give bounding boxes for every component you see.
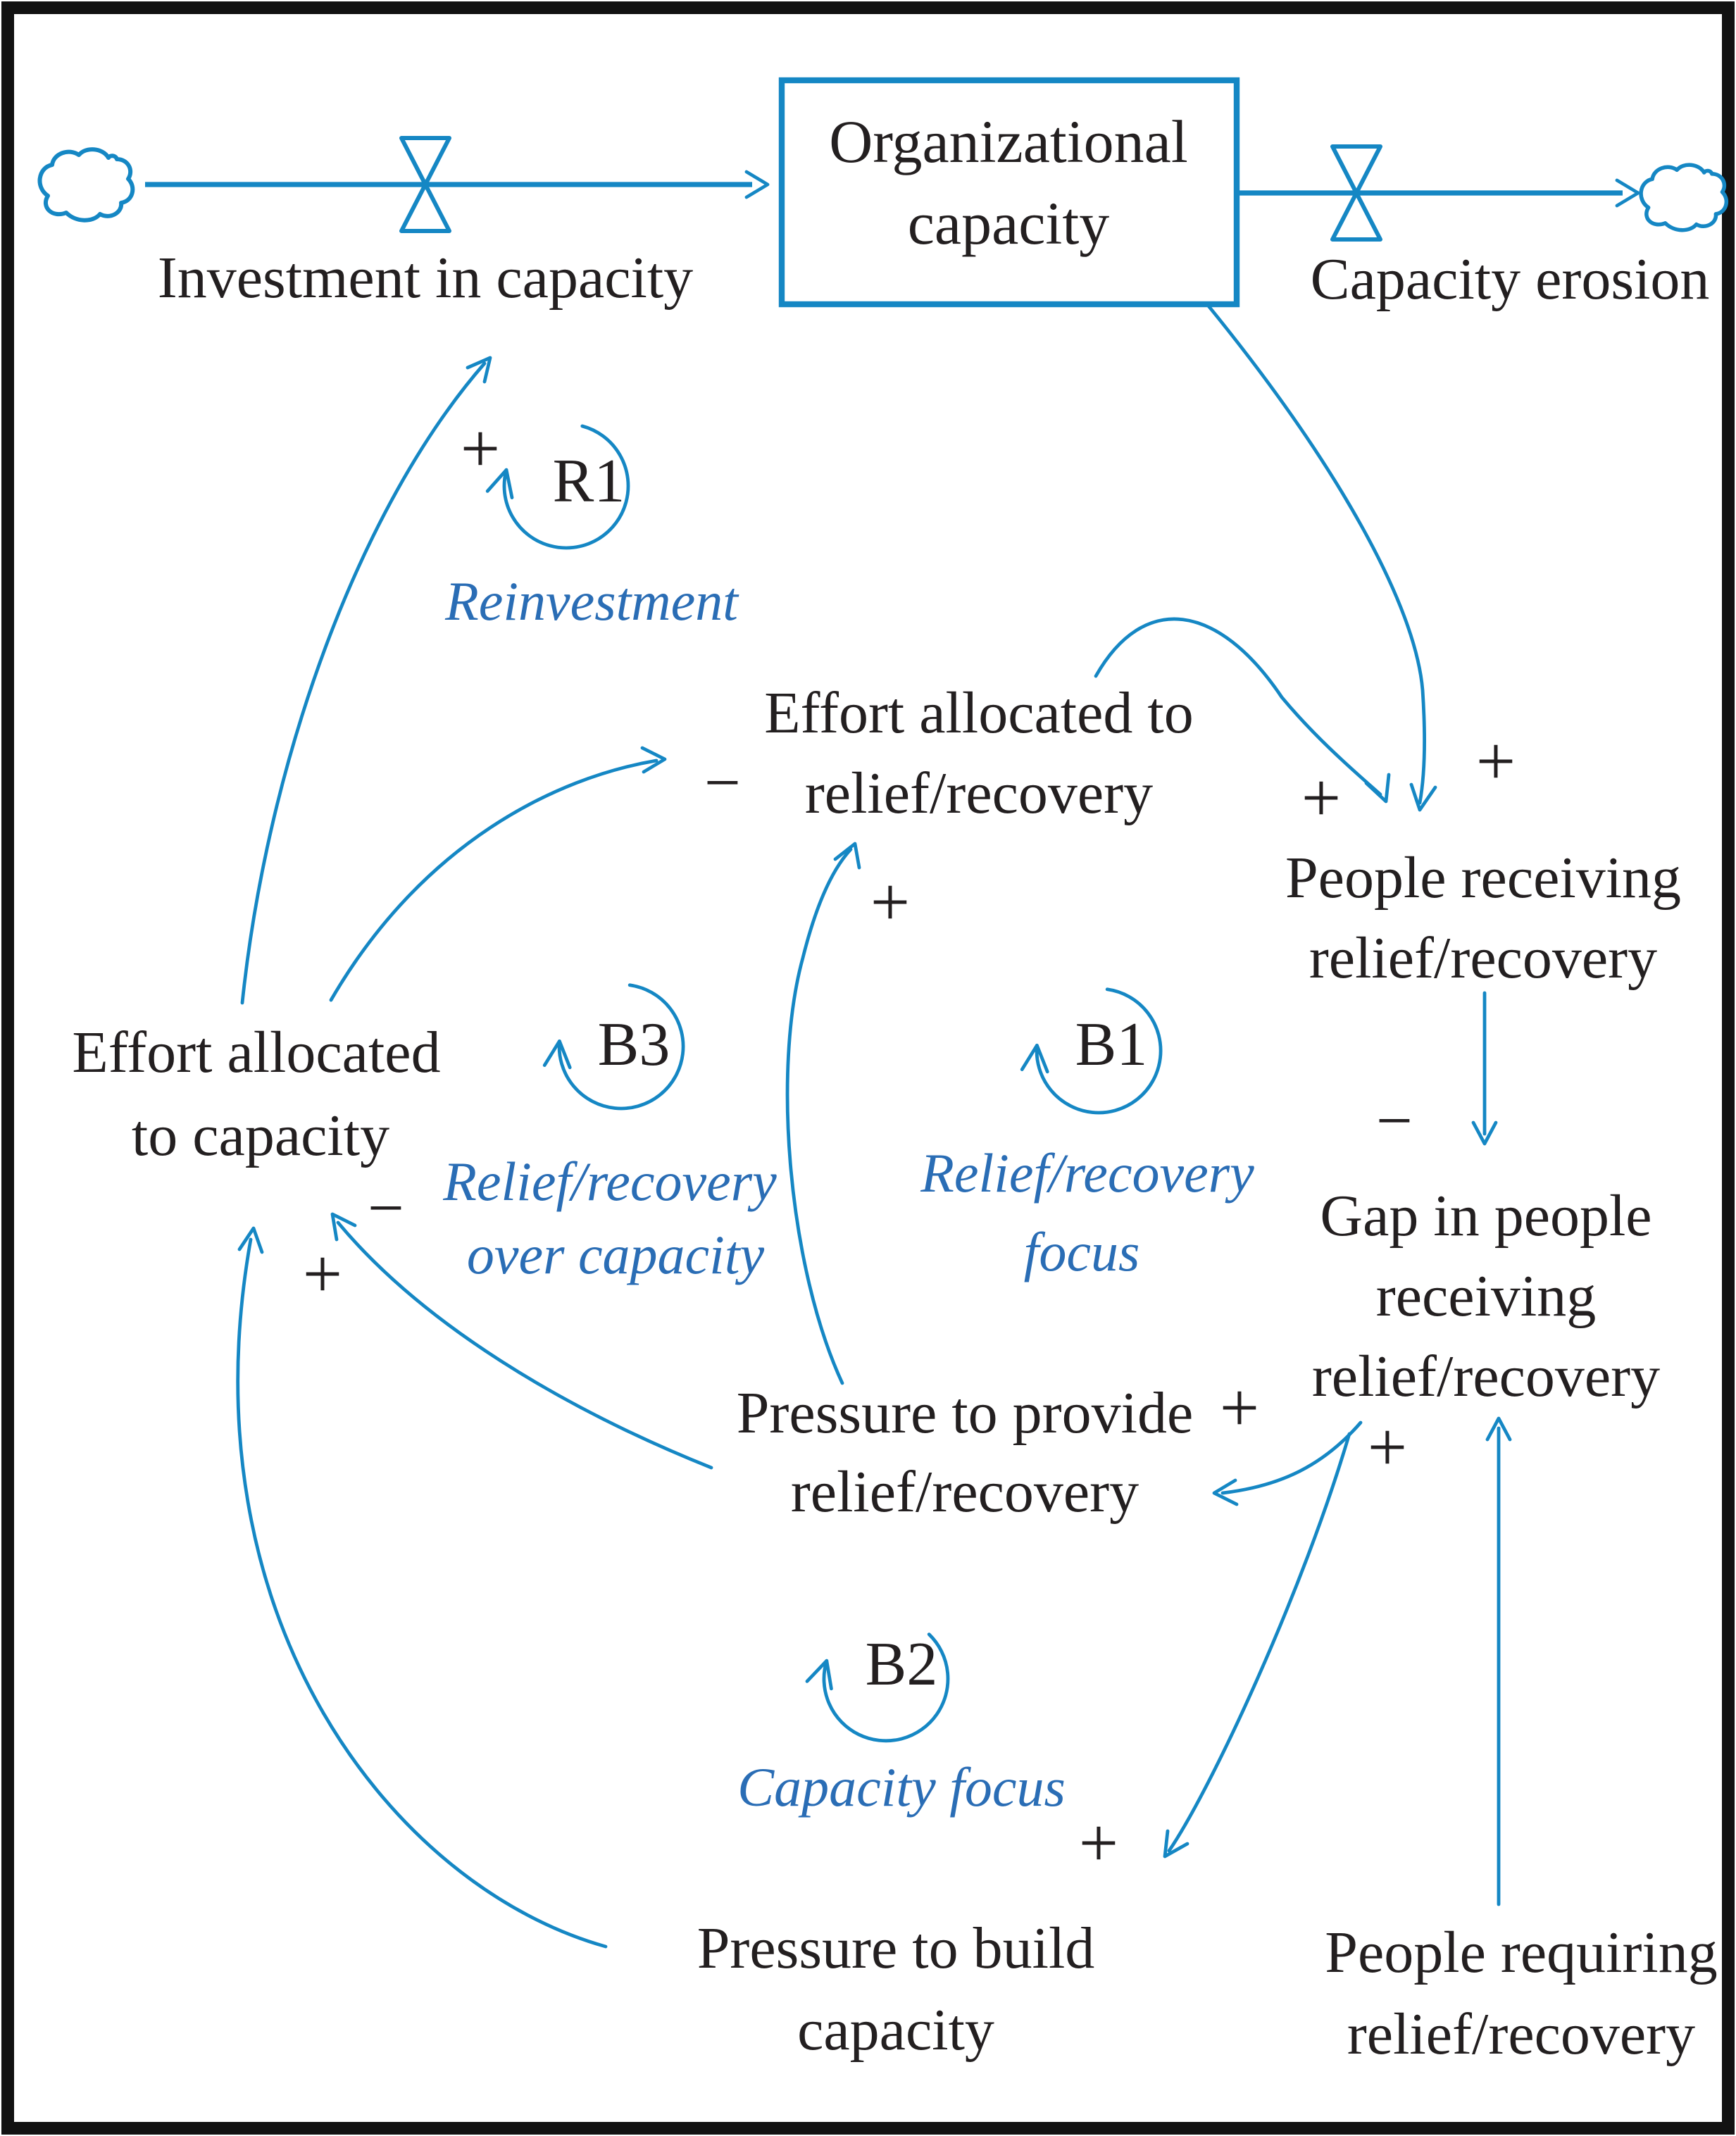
node-people-requiring-line2: relief/recovery [1347,2001,1695,2067]
loop-b1-id: B1 [1075,1011,1148,1079]
loop-b3-name-line1: Relief/recovery [442,1151,777,1212]
node-pressure-build-line1: Pressure to build [697,1916,1095,1981]
loop-r1-name: Reinvestment [444,570,739,632]
loop-b1-name-line2: focus [1024,1221,1140,1282]
node-gap-line1: Gap in people [1320,1183,1651,1249]
loop-b3-circle-icon [557,983,685,1111]
node-pressure-build-line2: capacity [797,1997,994,2063]
arrowhead-to-effort-relief-bottom-icon [833,842,861,870]
inflow-valve-icon [399,136,451,233]
stock-flow-structure: Organizational capacity Investment in ca… [37,77,1729,312]
arrowhead-to-pressure-build-icon [1163,1829,1189,1859]
sign-pressure-build-to-effort-capacity-plus: + [303,1235,342,1313]
node-effort-capacity-line1: Effort allocated [72,1020,440,1085]
arrowhead-to-pressure-provide-icon [1212,1478,1239,1506]
sign-people-receiving-to-gap-minus: − [1376,1085,1413,1156]
stock-label-line1: Organizational [829,108,1187,175]
outflow-label: Capacity erosion [1311,246,1710,312]
node-pressure-provide-line1: Pressure to provide [737,1380,1194,1446]
loop-symbols [485,424,1163,1743]
stock-label-line2: capacity [908,189,1109,257]
loop-b1-name-line1: Relief/recovery [920,1142,1254,1204]
polarity-signs: + − + + + − + + + − + [303,409,1516,1882]
loop-b2-arrowhead-icon [805,1659,833,1691]
sign-pressure-provide-to-effort-relief-plus: + [870,863,910,941]
sign-pressure-provide-to-effort-capacity-minus: − [368,1172,404,1244]
node-people-receiving-line1: People receiving [1285,845,1681,911]
link-capacity-to-people-receiving [1205,302,1427,805]
node-pressure-provide-line2: relief/recovery [791,1459,1139,1525]
link-pressure-provide-to-effort-capacity [336,1220,713,1470]
sink-cloud-icon [1639,163,1729,232]
outflow-valve-icon [1330,144,1382,242]
stock-box [778,77,1240,308]
loop-b3-arrowhead-icon [542,1039,572,1070]
arrowhead-requiring-to-gap-icon [1485,1416,1512,1442]
loop-b2-circle-icon [822,1632,950,1743]
loop-r1-arrowhead-icon [485,468,514,499]
arrowhead-to-people-receiving-right-icon [1409,782,1437,812]
node-effort-relief-line2: relief/recovery [805,761,1153,826]
link-pressure-provide-to-effort-relief [785,847,853,1385]
loop-r1-circle-icon [502,424,630,550]
inflow-arrowhead-icon [744,170,770,199]
link-arrows [236,302,1512,1949]
node-people-requiring-line1: People requiring [1325,1920,1718,1985]
node-effort-relief-line1: Effort allocated to [764,680,1194,746]
sign-gap-to-pressure-build-plus: + [1079,1804,1118,1882]
arrowhead-to-effort-relief-left-icon [640,746,667,774]
arrowhead-to-gap-icon [1471,1120,1498,1146]
inflow-label: Investment in capacity [158,245,693,311]
loop-b2-name: Capacity focus [737,1756,1066,1818]
loop-b1-circle-icon [1035,987,1163,1115]
link-effort-relief-to-people-receiving [1094,617,1382,797]
arrowhead-to-effort-capacity-right-icon [330,1212,357,1242]
sign-effort-capacity-to-investment-plus: + [461,409,500,487]
node-gap-line2: receiving [1376,1263,1597,1329]
sign-gap-to-pressure-provide-plus: + [1220,1368,1259,1447]
sign-capacity-to-people-receiving-plus: + [1476,722,1516,800]
loop-b2-id: B2 [866,1630,938,1699]
loop-b3-name-line2: over capacity [467,1224,765,1285]
loop-b3-id: B3 [598,1011,670,1079]
loop-labels: R1 Reinvestment B3 Relief/recovery over … [442,447,1254,1818]
loop-r1-id: R1 [553,447,625,516]
link-effort-capacity-to-effort-relief [329,758,658,1002]
link-pressure-build-to-effort-capacity [236,1237,608,1949]
sign-people-requiring-to-gap-plus: + [1368,1408,1407,1486]
source-cloud-icon [37,147,135,223]
sign-effort-capacity-to-effort-relief-minus: − [704,747,741,818]
arrowhead-to-investment-icon [466,356,492,384]
arrowhead-to-people-receiving-left-icon [1364,773,1391,804]
loop-b1-arrowhead-icon [1020,1044,1049,1074]
link-gap-to-pressure-build [1167,1432,1351,1853]
node-effort-capacity-line2: to capacity [132,1103,389,1168]
node-labels: Effort allocated to relief/recovery Peop… [72,680,1717,2067]
sign-effort-relief-to-people-receiving-plus: + [1301,758,1341,837]
outflow-arrowhead-icon [1615,178,1640,208]
node-people-receiving-line2: relief/recovery [1309,925,1657,991]
node-gap-line3: relief/recovery [1312,1344,1660,1409]
arrowhead-to-effort-capacity-left-icon [237,1226,264,1254]
link-effort-capacity-to-investment [240,361,487,1005]
